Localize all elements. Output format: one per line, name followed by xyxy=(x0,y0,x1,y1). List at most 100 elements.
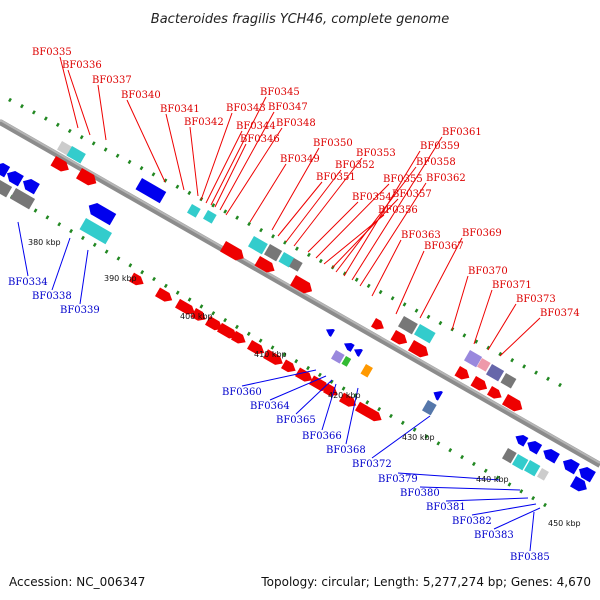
tick-label: 450 kbp xyxy=(548,519,581,528)
label-leader-line xyxy=(529,511,535,552)
gene-box xyxy=(486,364,505,382)
gene-box xyxy=(0,180,13,198)
outer-tick-mark xyxy=(115,153,120,158)
gene-label: BF0342 xyxy=(184,117,224,128)
forward-gene-arrow xyxy=(454,366,470,380)
label-leader-line xyxy=(271,147,320,231)
gene-label: BF0360 xyxy=(222,387,262,398)
inner-tick-mark xyxy=(92,242,97,247)
gene-label: BF0385 xyxy=(510,552,550,563)
accession-text: Accession: NC_006347 xyxy=(9,575,145,589)
inner-tick-mark xyxy=(69,228,74,234)
inner-tick-mark xyxy=(424,434,429,439)
label-leader-line xyxy=(249,163,287,223)
gene-label: BF0341 xyxy=(160,104,200,115)
forward-gene-arrow xyxy=(76,168,97,186)
inner-tick-mark xyxy=(33,208,38,213)
forward-gene-arrow xyxy=(408,340,429,358)
gene-label: BF0368 xyxy=(326,445,366,456)
tick-label: 380 kbp xyxy=(28,238,61,247)
label-leader-line xyxy=(97,84,107,141)
gene-box xyxy=(512,454,529,471)
gene-label: BF0361 xyxy=(442,127,482,138)
label-leader-line xyxy=(165,113,185,191)
gene-label: BF0349 xyxy=(280,154,320,165)
outer-tick-mark xyxy=(79,135,84,140)
gene-box xyxy=(289,258,303,272)
gene-label: BF0355 xyxy=(383,174,423,185)
outer-tick-mark xyxy=(31,110,36,115)
label-leader-line xyxy=(471,503,537,516)
label-leader-line xyxy=(343,150,421,277)
label-leader-line xyxy=(67,69,91,136)
reverse-gene-arrow xyxy=(23,179,40,195)
inner-tick-mark xyxy=(448,448,453,453)
label-leader-line xyxy=(473,289,493,345)
outer-tick-mark xyxy=(295,246,299,251)
forward-gene-arrow xyxy=(290,275,313,294)
gene-label: BF0374 xyxy=(540,308,580,319)
inner-tick-mark xyxy=(306,365,310,371)
inner-tick-mark xyxy=(57,222,62,227)
gene-box xyxy=(187,204,201,218)
label-leaders xyxy=(17,56,541,552)
forward-gene-arrow xyxy=(254,256,275,273)
forward-gene-arrow xyxy=(390,330,408,345)
label-leader-line xyxy=(371,415,431,459)
label-leader-line xyxy=(445,497,529,502)
outer-tick-mark xyxy=(486,345,491,350)
forward-gene-arrow xyxy=(502,394,523,412)
label-leader-line xyxy=(277,181,323,237)
gene-box xyxy=(500,373,517,389)
label-leader-line xyxy=(493,507,541,530)
gene-label: BF0367 xyxy=(424,241,464,252)
forward-gene-arrow xyxy=(470,376,488,391)
forward-gene-arrow xyxy=(175,298,195,315)
tick-label: 390 kbp xyxy=(104,274,137,283)
gene-label: BF0345 xyxy=(260,87,300,98)
outer-tick-mark xyxy=(223,209,228,214)
inner-tick-mark xyxy=(104,249,109,254)
gene-label: BF0380 xyxy=(400,488,440,499)
inner-tick-mark xyxy=(317,372,322,378)
gene-box xyxy=(331,350,345,364)
gene-box xyxy=(278,252,295,268)
label-leader-line xyxy=(419,237,463,319)
outer-tick-mark xyxy=(522,364,527,369)
inner-tick-mark xyxy=(400,420,405,425)
reverse-gene-arrow xyxy=(326,329,335,337)
forward-gene-arrow xyxy=(231,330,246,344)
gene-label: BF0383 xyxy=(474,530,514,541)
label-leader-line xyxy=(205,130,243,204)
forward-gene-arrow xyxy=(191,308,206,321)
outer-tick-mark xyxy=(103,147,108,152)
inner-tick-mark xyxy=(531,495,536,501)
label-leader-line xyxy=(321,383,337,431)
inner-tick-mark xyxy=(258,338,263,343)
gene-box xyxy=(398,316,418,335)
tick-label: 430 kbp xyxy=(402,433,435,442)
gene-label: BF0344 xyxy=(236,121,276,132)
gene-labels: BF0335BF0336BF0337BF0340BF0341BF0342BF03… xyxy=(8,47,580,563)
forward-gene-arrow xyxy=(155,287,173,302)
gene-box xyxy=(477,358,491,372)
gene-label: BF0382 xyxy=(452,516,492,527)
reverse-gene-arrow xyxy=(515,435,529,447)
outer-tick-mark xyxy=(187,190,192,196)
label-leader-line xyxy=(225,127,283,216)
topology-text: Topology: circular; Length: 5,277,274 bp… xyxy=(260,575,591,589)
reverse-gene-arrow xyxy=(344,343,355,352)
forward-gene-arrow xyxy=(50,156,69,172)
outer-tick-mark xyxy=(558,382,562,388)
reverse-gene-arrow xyxy=(563,459,580,475)
gene-label: BF0350 xyxy=(313,138,353,149)
forward-gene-arrow xyxy=(281,359,296,373)
label-leader-line xyxy=(487,303,517,351)
gene-label: BF0371 xyxy=(492,280,532,291)
outer-tick-mark xyxy=(259,227,264,233)
outer-tick-mark xyxy=(474,339,479,344)
outer-tick-mark xyxy=(366,283,371,289)
gene-label: BF0353 xyxy=(356,148,396,159)
forward-gene-arrow xyxy=(339,392,357,407)
inner-tick-mark xyxy=(543,502,547,508)
